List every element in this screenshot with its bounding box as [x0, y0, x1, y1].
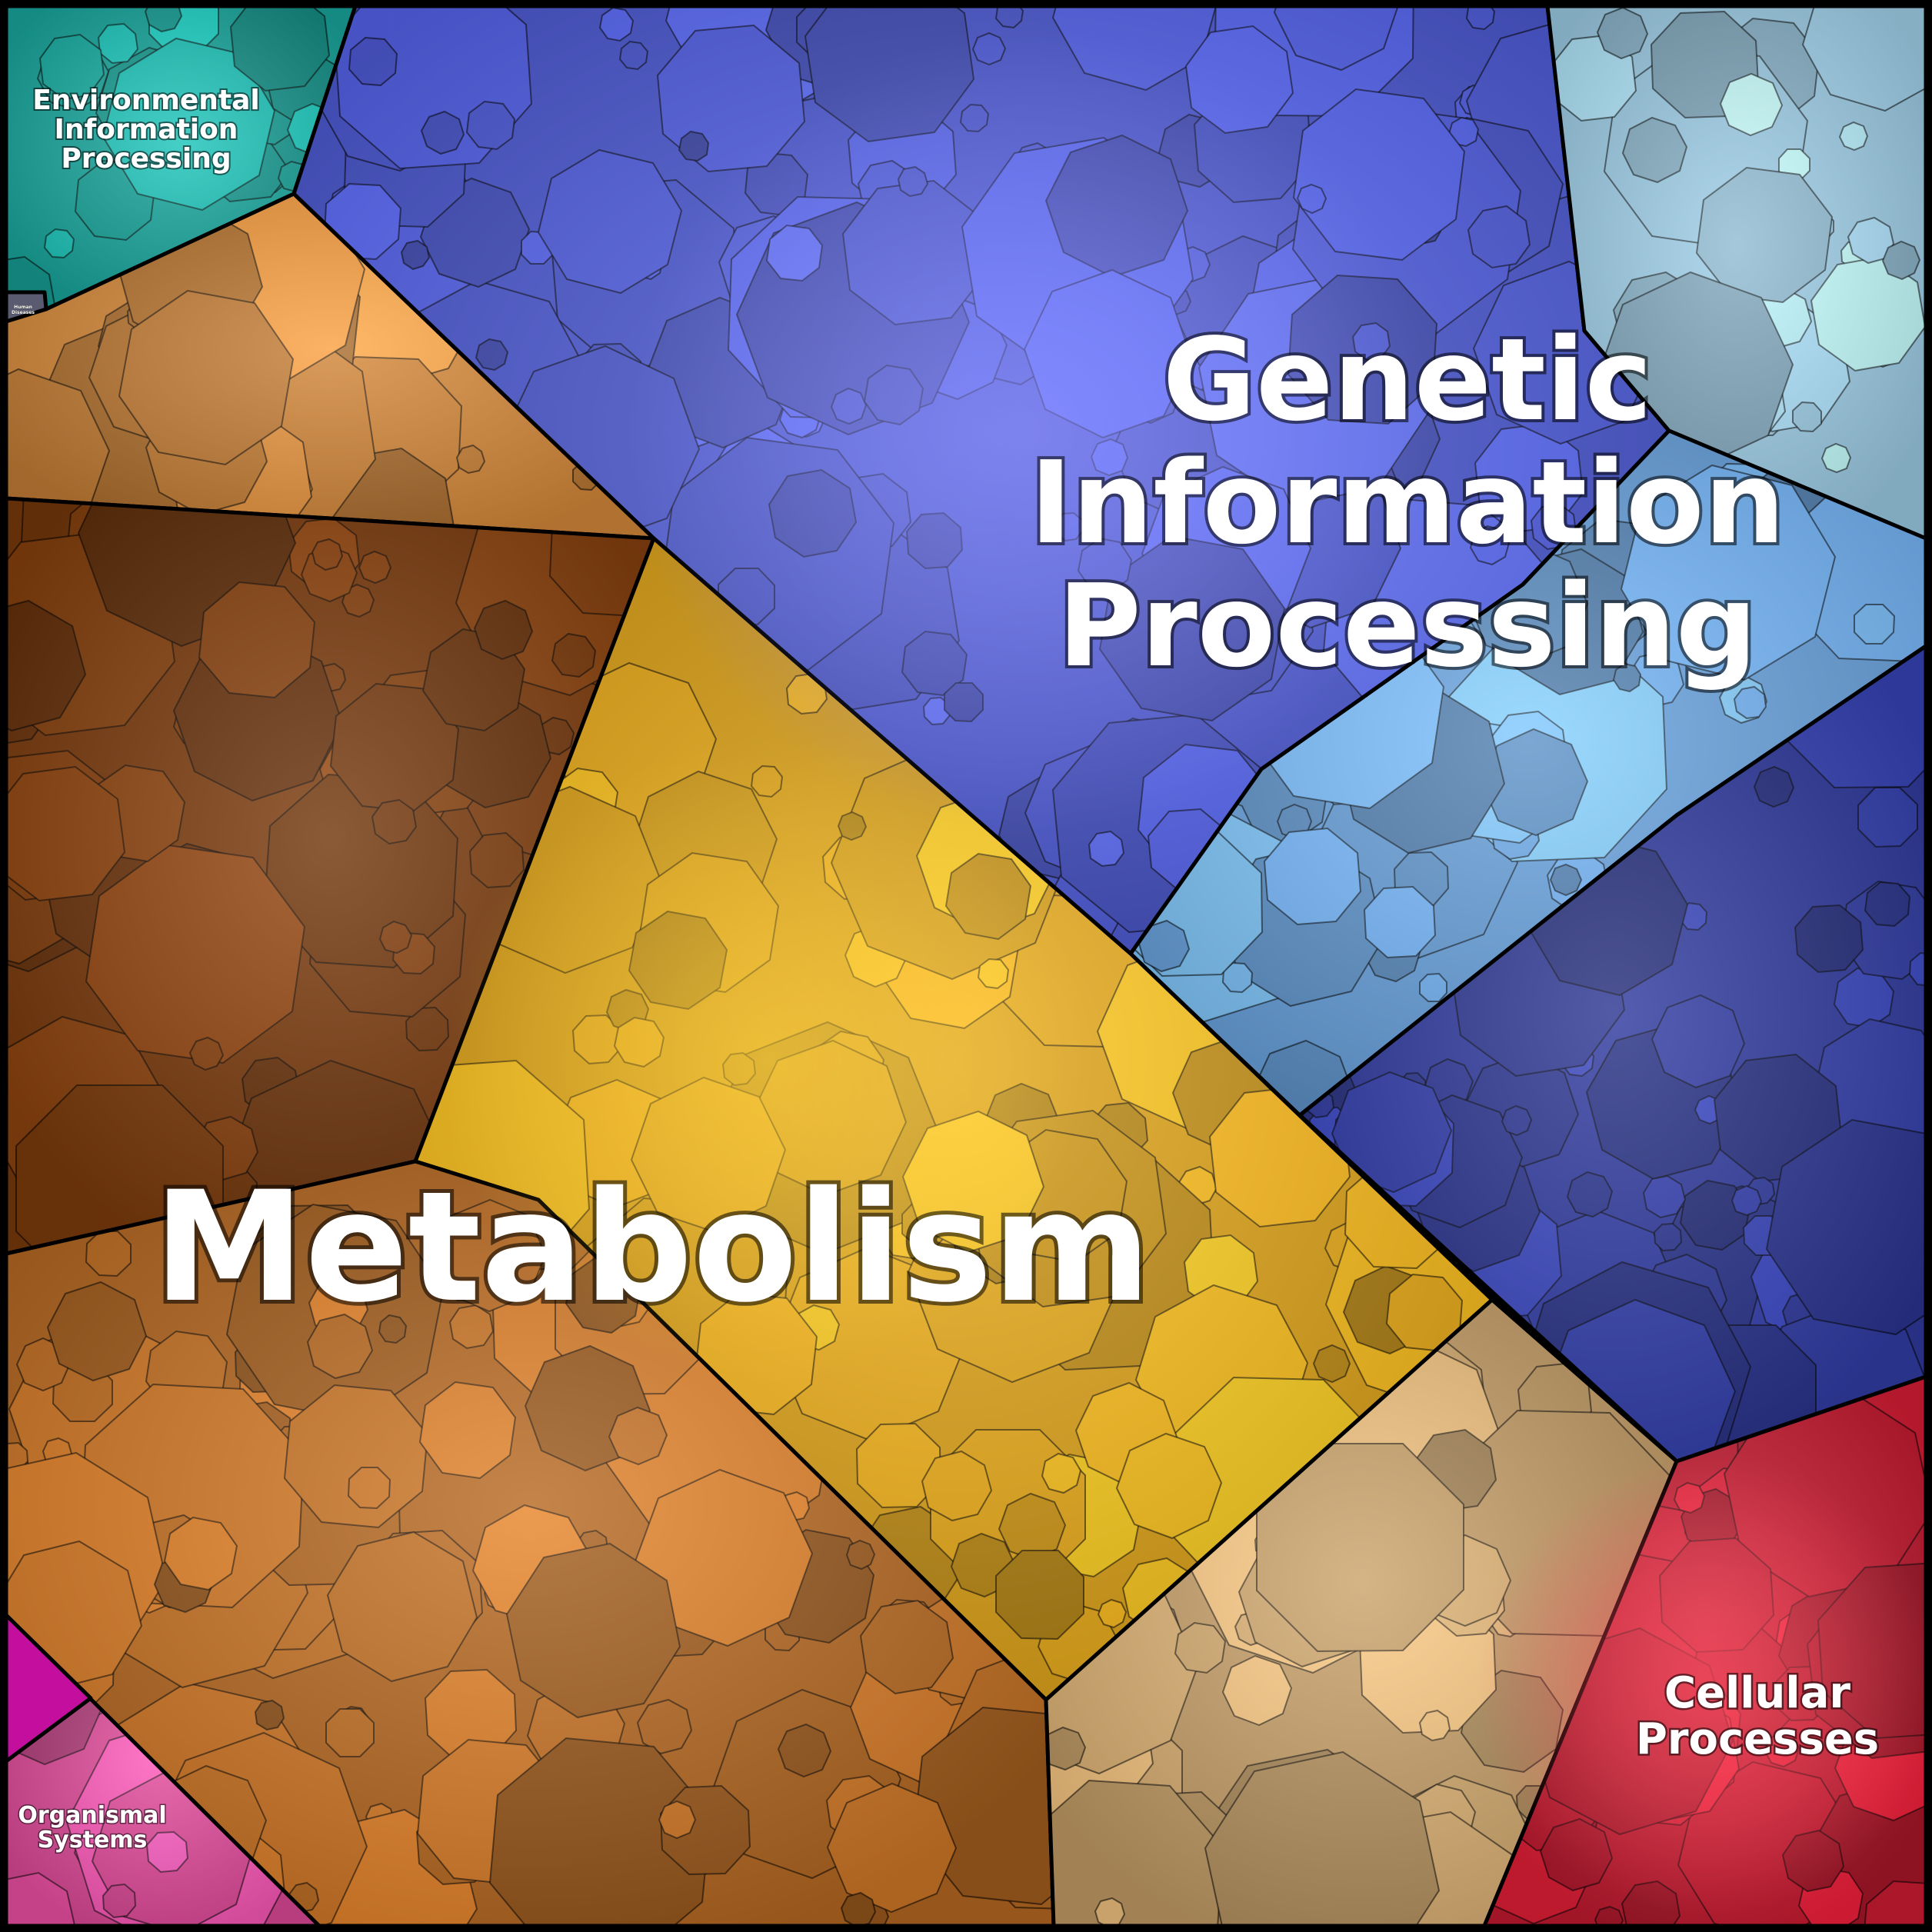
region-genetic-sky [1128, 428, 1928, 1118]
label-hum-line: Diseases [12, 310, 35, 315]
label-met: Metabolism [153, 1158, 1151, 1336]
region-metabolism-mid [4, 1159, 1056, 1928]
glow-metabolism [446, 738, 1092, 1384]
label-hum-line: Human [14, 305, 32, 310]
region-genetic-pale-shading [1547, 6, 1926, 538]
region-metabolism-mid-shading [6, 1161, 1054, 1926]
region-environmental [4, 4, 358, 311]
label-met-line: Metabolism [153, 1158, 1151, 1336]
glow-layer [446, 31, 1932, 1915]
label-gen-line: Information [1030, 437, 1785, 569]
glow-genetic [631, 31, 1431, 831]
region-metabolism-tan-top [4, 192, 656, 541]
region-environmental-shading [6, 6, 355, 309]
label-env-line: Processing [61, 143, 231, 175]
region-metabolism-dark [4, 496, 656, 1256]
region-metabolism-dark-shading [6, 498, 654, 1254]
label-env-line: Information [55, 114, 238, 145]
region-genetic-sky-shading [1131, 431, 1926, 1115]
label-org-line: Systems [38, 1827, 148, 1854]
label-env-line: Environmental [32, 85, 260, 116]
label-gen-line: Processing [1058, 560, 1757, 692]
glow-cellular [1477, 1454, 1932, 1915]
label-cel-line: Cellular [1664, 1668, 1850, 1718]
label-cel-line: Processes [1636, 1714, 1879, 1764]
region-genetic-pale [1545, 4, 1928, 541]
label-org-line: Organismal [18, 1802, 166, 1829]
label-gen-line: Genetic [1163, 314, 1653, 446]
region-metabolism-tan-top-shading [6, 194, 654, 538]
